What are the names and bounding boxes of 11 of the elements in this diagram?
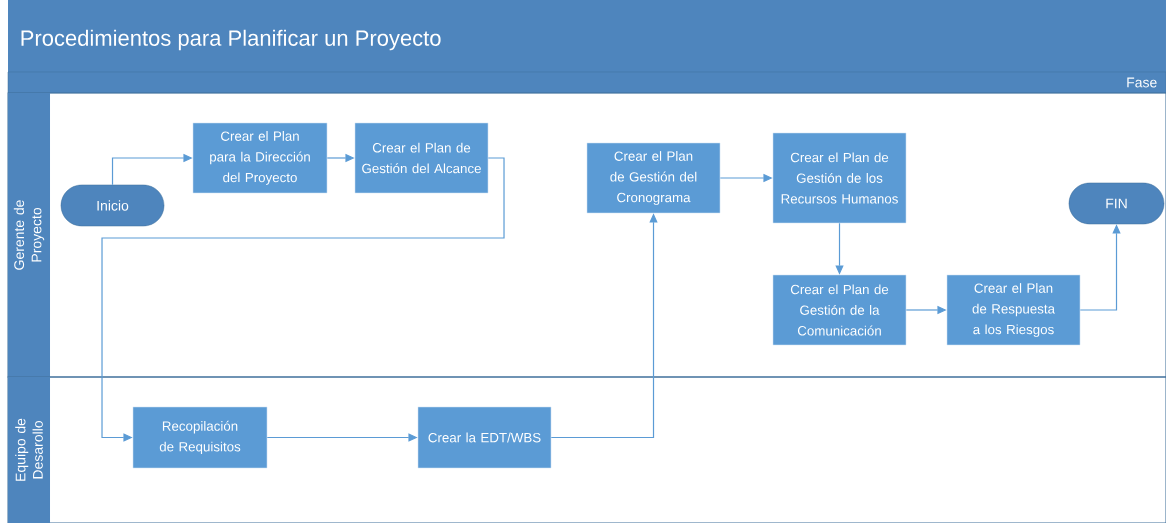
terminator: FIN (1068, 182, 1165, 225)
process-box: Crear la EDT/WBS (417, 406, 552, 469)
process-box: Crear el Plan de Gestión de la Comunicación (772, 274, 907, 346)
terminator: Inicio (60, 184, 165, 227)
process-box: Crear el Plan de Gestión del Alcance (354, 122, 489, 194)
process-box: Crear el Plan para la Dirección del Proyecto (192, 122, 328, 194)
process-box: Recopilación de Requisitos (132, 406, 268, 469)
arrow (101, 157, 505, 442)
process-box: Crear el Plan de Respuesta a los Riesgos (946, 274, 1081, 346)
process-box: Crear el Plan de Gestión del Cronograma (586, 142, 721, 214)
process-box: Crear el Plan de Gestión de los Recursos Humanos (772, 132, 907, 224)
